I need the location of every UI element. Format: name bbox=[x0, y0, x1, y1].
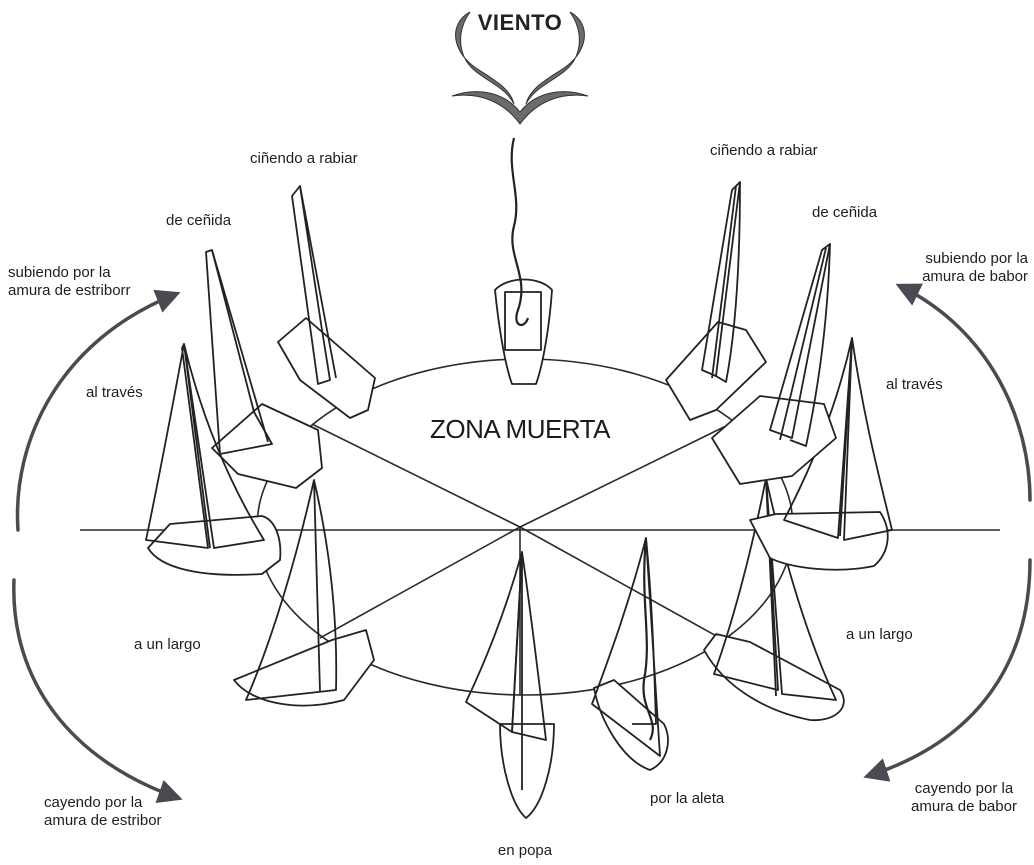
label-line: subiendo por la bbox=[8, 264, 148, 282]
label-up-starboard: subiendo por la amura de estriborr bbox=[8, 264, 148, 300]
label-up-port: subiendo por la amura de babor bbox=[900, 250, 1028, 286]
label-line: cayendo por la bbox=[44, 794, 194, 812]
label-close-hauled-right: ciñendo a rabiar bbox=[710, 142, 818, 160]
label-close-reach-right: de ceñida bbox=[812, 204, 877, 222]
label-line: cayendo por la bbox=[896, 780, 1032, 798]
label-line: amura de babor bbox=[896, 798, 1032, 816]
label-down-starboard: cayendo por la amura de estribor bbox=[44, 794, 194, 830]
sector-line bbox=[520, 527, 720, 638]
label-broad-reach-left: a un largo bbox=[134, 636, 201, 654]
label-line: amura de estribor bbox=[44, 812, 194, 830]
label-line: amura de estriborr bbox=[8, 282, 148, 300]
dead-zone-label: ZONA MUERTA bbox=[410, 420, 630, 438]
boat-broad-reach-left bbox=[234, 480, 374, 706]
wind-title: VIENTO bbox=[470, 14, 570, 32]
label-beam-left: al través bbox=[86, 384, 143, 402]
label-running: en popa bbox=[480, 842, 570, 860]
arrow-up-left bbox=[18, 294, 176, 530]
boat-running bbox=[466, 552, 554, 818]
label-close-hauled-left: ciñendo a rabiar bbox=[250, 150, 358, 168]
boat-close-hauled-left bbox=[278, 186, 375, 418]
sector-line bbox=[320, 527, 520, 638]
boat-head-to-wind bbox=[495, 138, 552, 384]
arrow-down-right bbox=[868, 560, 1030, 776]
boat-close-hauled-right bbox=[666, 182, 766, 420]
label-line: subiendo por la bbox=[900, 250, 1028, 268]
bottom-leaf-ornament bbox=[452, 92, 588, 124]
arrow-down-left bbox=[14, 580, 178, 798]
label-quarter: por la aleta bbox=[650, 790, 724, 808]
label-broad-reach-right: a un largo bbox=[846, 626, 913, 644]
boats bbox=[146, 138, 892, 818]
label-line: amura de babor bbox=[900, 268, 1028, 286]
label-down-port: cayendo por la amura de babor bbox=[896, 780, 1032, 816]
label-close-reach-left: de ceñida bbox=[166, 212, 231, 230]
label-beam-right: al través bbox=[886, 376, 943, 394]
